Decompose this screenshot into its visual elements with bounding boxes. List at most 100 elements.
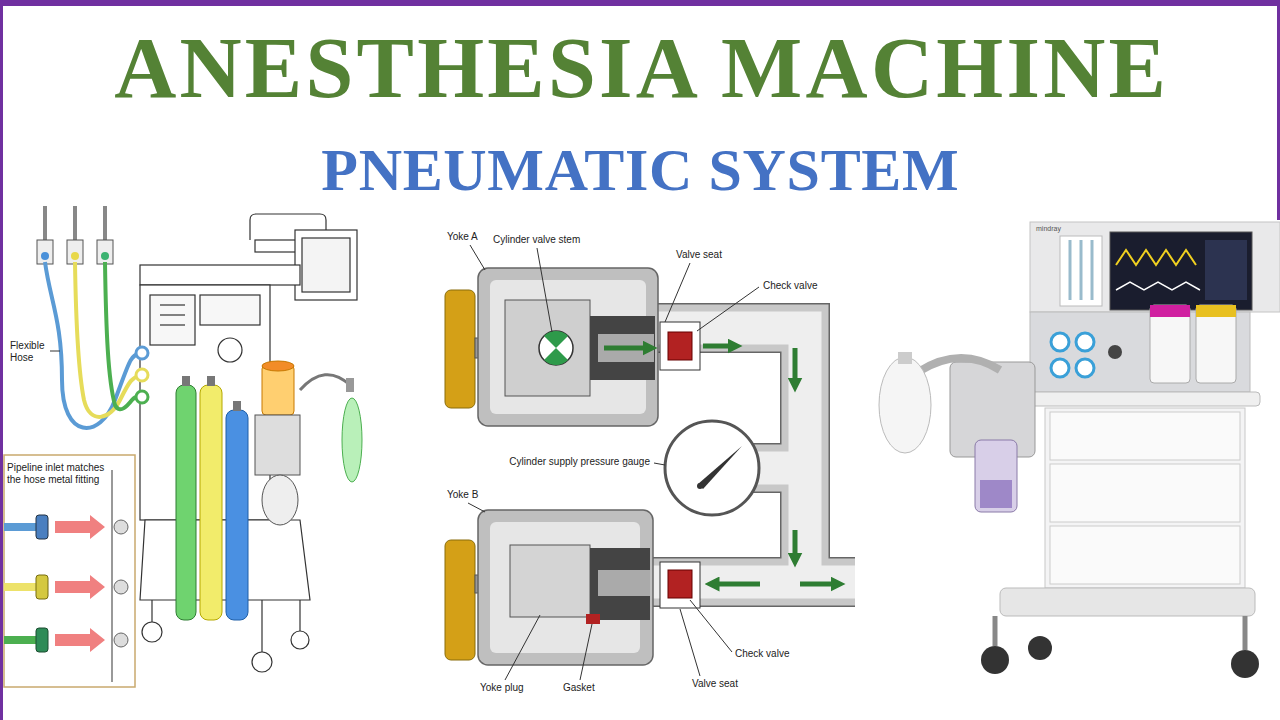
wall-outlets — [37, 206, 113, 264]
leader-lines-part — [468, 503, 485, 512]
part-label-holder: Check valve — [735, 648, 792, 660]
machine-photo-part — [981, 646, 1009, 674]
part-label-holder: Gasket — [563, 682, 597, 694]
gas-flow-arrows-part — [604, 346, 650, 351]
gas-cylinders-part — [226, 410, 248, 620]
gas-cylinders-part — [207, 376, 215, 386]
machine-photo-part — [1231, 650, 1259, 678]
part-label: Check valve — [735, 648, 792, 660]
part-label: Yoke plug — [480, 682, 526, 694]
machine-outline-part — [252, 652, 272, 672]
page-subtitle: PNEUMATIC SYSTEM — [321, 140, 960, 200]
vaporizer-absorber-part — [262, 365, 294, 415]
machine-outline-part — [150, 295, 195, 345]
inlet-inset-part — [4, 455, 135, 687]
page-border-part — [0, 0, 3, 720]
part-label-holder: Flexible Hose — [10, 340, 52, 364]
machine-outline-part — [261, 600, 262, 652]
inlet-inset-part — [36, 515, 48, 539]
inlet-inset-part — [114, 580, 128, 594]
flexible-hoses — [45, 262, 140, 428]
machine-photo-part — [1091, 240, 1094, 300]
machine-photo-part — [1110, 232, 1252, 310]
part-label: Check valve — [763, 280, 820, 292]
machine-photo-part — [1051, 333, 1069, 351]
part-label-holder: Cylinder supply pressure gauge — [509, 456, 652, 468]
leader-line — [50, 351, 60, 352]
inlet-inset-part — [4, 636, 38, 644]
machine-outline-part — [160, 314, 185, 315]
leader-lines-part — [537, 248, 552, 332]
gas-flow-arrows-part — [712, 582, 760, 587]
reservoir-bag — [300, 375, 362, 482]
wall-outlets-part — [71, 252, 79, 260]
leader-lines-part — [665, 263, 690, 322]
part-label-holder: Cylinder valve stem — [493, 234, 583, 246]
wall-outlets-part — [73, 206, 77, 240]
vaporizer-absorber — [255, 361, 300, 525]
machine-photo-part — [1080, 240, 1083, 300]
page-subtitle-holder: PNEUMATIC SYSTEM — [0, 140, 1280, 200]
gas-flow-arrows-part — [800, 582, 838, 587]
part-label: Yoke A — [447, 231, 480, 243]
inlet-inset-part — [55, 575, 105, 599]
note-label-holder: Pipeline inlet matches the hose metal fi… — [7, 462, 105, 486]
gas-flow-arrows-part — [703, 344, 735, 349]
machine-photo-part — [1108, 345, 1122, 359]
leader-lines-part — [654, 463, 665, 465]
machine-photo-part — [1076, 333, 1094, 351]
vaporizer-absorber-part — [262, 361, 294, 371]
machine-photo-part — [1150, 305, 1190, 317]
leader-lines-part — [505, 615, 540, 680]
inlet-inset-part — [4, 583, 38, 591]
part-label-holder: Yoke plug — [480, 682, 526, 694]
machine-outline — [140, 214, 357, 672]
yoke-b-part — [598, 570, 650, 596]
vaporizer-absorber-part — [262, 475, 298, 525]
flexible-hoses-part — [75, 262, 140, 417]
wall-outlets-part — [43, 206, 47, 240]
part-label: Flexible Hose — [10, 340, 52, 364]
part-label-holder: Yoke A — [447, 231, 480, 243]
machine-photo-part — [1116, 282, 1200, 290]
machine-photo-part — [1050, 526, 1240, 584]
part-label-holder: Yoke B — [447, 489, 481, 501]
leader-lines — [468, 245, 759, 680]
pressure-gauge — [665, 421, 759, 515]
machine-photo-part — [1050, 412, 1240, 460]
brand-label: mindray — [1036, 225, 1063, 233]
machine-photo-part — [1050, 464, 1240, 522]
machine-outline-part — [151, 600, 152, 622]
gas-cylinders-part — [176, 385, 196, 620]
machine-photo-part — [993, 616, 998, 646]
machine-photo-part — [1069, 240, 1072, 300]
flexible-hoses-part — [45, 262, 140, 428]
pipeline-inlets-part — [136, 347, 148, 359]
pipeline-inlets-part — [136, 369, 148, 381]
yoke-a-part — [660, 322, 700, 370]
yoke-a-part — [598, 334, 654, 362]
machine-photo — [879, 222, 1280, 678]
leader-lines-part — [690, 600, 732, 652]
yoke-a-part — [590, 316, 655, 380]
machine-outline-part — [302, 238, 350, 292]
machine-outline-part — [295, 230, 357, 300]
gas-flow-arrows-part — [793, 530, 798, 560]
machine-photo-part — [1076, 359, 1094, 377]
inlet-inset-part — [114, 520, 128, 534]
machine-photo-part — [898, 352, 912, 364]
machine-photo-part — [1205, 240, 1247, 300]
machine-outline-part — [140, 265, 300, 285]
note-label: Pipeline inlet matches the hose metal fi… — [7, 462, 105, 486]
machine-photo-part — [1196, 305, 1236, 317]
inlet-inset-part — [55, 628, 105, 652]
part-label-holder: Valve seat — [676, 249, 724, 261]
machine-photo-part — [1116, 250, 1196, 265]
brand-label-holder: mindray — [1036, 225, 1063, 233]
machine-photo-part — [1000, 588, 1255, 616]
leader-lines-part — [697, 287, 759, 331]
pressure-gauge-part — [697, 483, 703, 489]
gas-cylinders-part — [233, 401, 241, 411]
machine-outline-part — [142, 622, 162, 642]
